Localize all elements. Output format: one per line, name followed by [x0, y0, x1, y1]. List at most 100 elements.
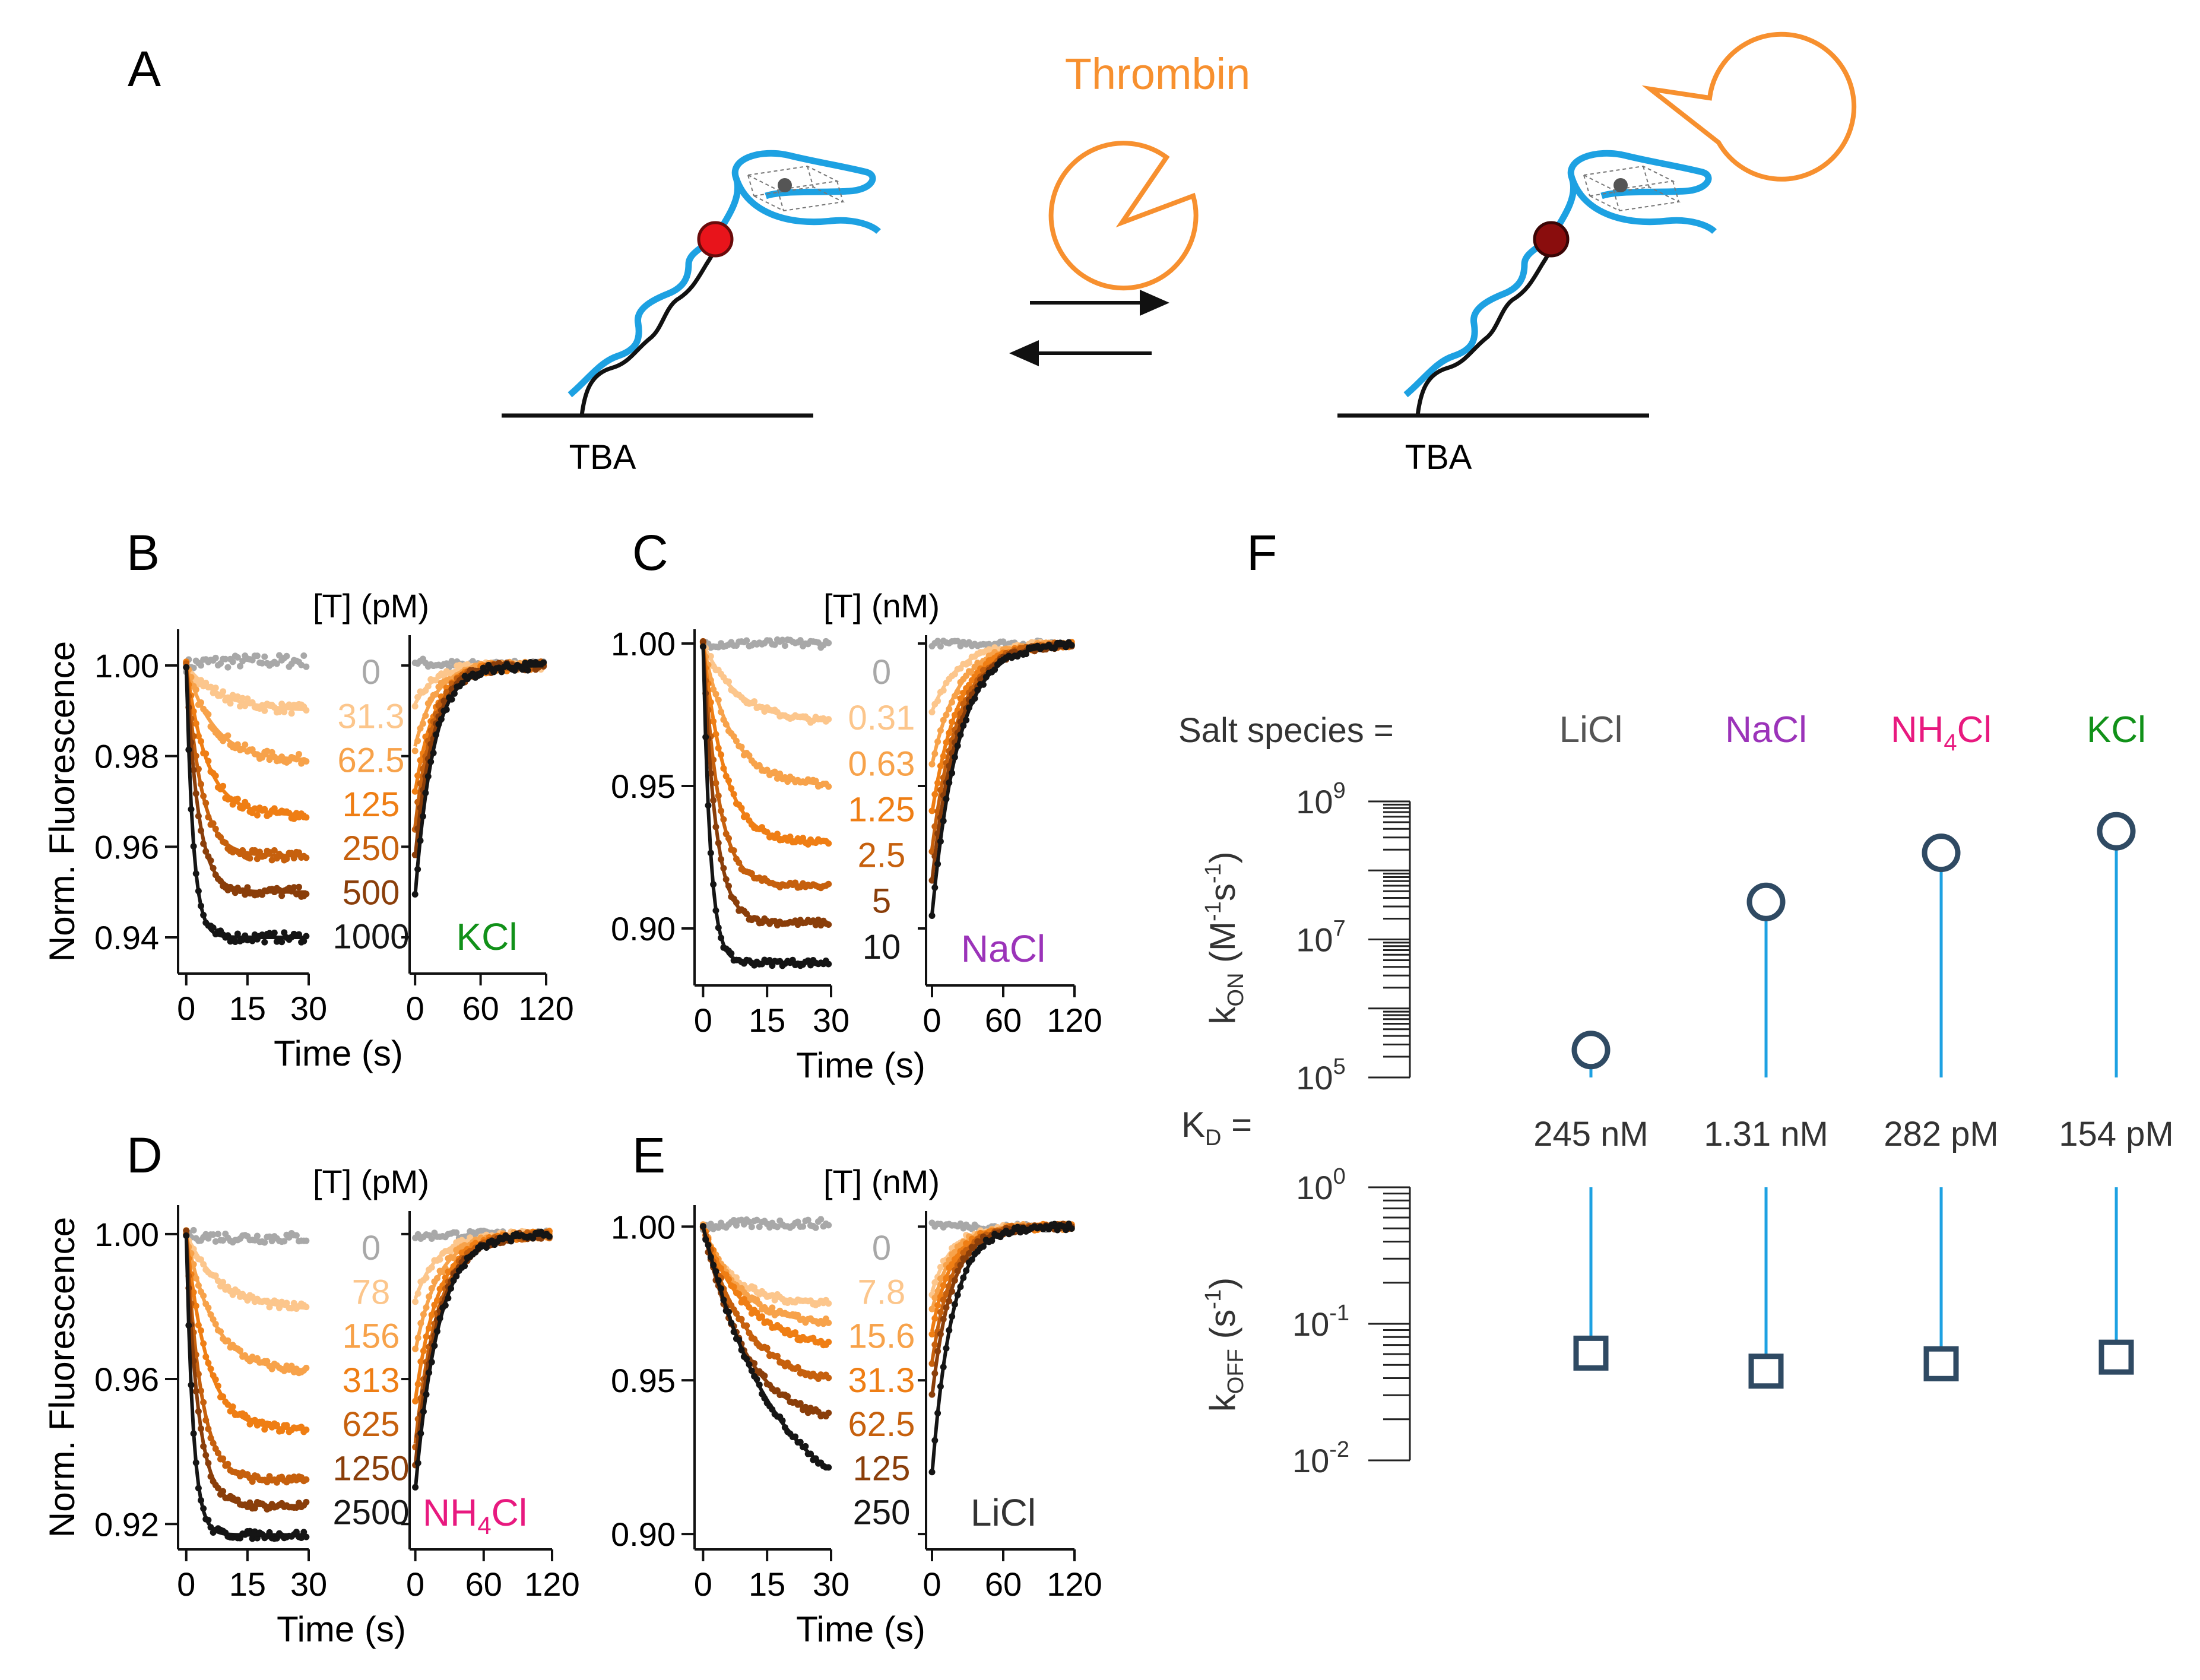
data-point [524, 667, 531, 674]
data-point [261, 1239, 268, 1246]
fit-curve-assoc [184, 665, 306, 858]
dna-strand-blue-right [1403, 235, 1551, 398]
aptamer-construct-free: TBA [502, 150, 881, 477]
data-point [190, 664, 197, 671]
fit-curve-assoc [701, 642, 829, 723]
x-axis-label: Time (s) [274, 1034, 403, 1073]
data-point [234, 654, 241, 661]
legend-concentration-label: 125 [853, 1449, 911, 1488]
kon-marker [1571, 1031, 1611, 1070]
legend-concentration-label: 15.6 [848, 1317, 915, 1356]
fit-curve-dissoc [930, 1225, 1072, 1475]
legend-concentration-label: 62.5 [848, 1405, 915, 1444]
kon-tick-label: 109 [1296, 778, 1345, 820]
data-point [800, 1223, 807, 1230]
panel-letter-d: D [126, 1127, 163, 1183]
salt-species-label: Salt species = [1178, 711, 1394, 750]
panel-letter-f: F [1247, 525, 1277, 581]
fit-curve-assoc [701, 1226, 829, 1324]
data-point [298, 661, 305, 668]
x-axis-label: Time (s) [796, 1045, 925, 1085]
data-point [237, 703, 243, 710]
fit-curve-dissoc [930, 643, 1072, 915]
data-point [261, 707, 268, 714]
fit-curve-assoc [701, 643, 829, 965]
data-point [278, 700, 286, 708]
kon-marker [1922, 833, 1961, 873]
data-point [781, 642, 788, 649]
fit-curve-assoc [701, 643, 829, 887]
kon-tick-label: 105 [1296, 1054, 1345, 1096]
data-point [699, 638, 706, 645]
kd-value: 245 nM [1533, 1115, 1648, 1153]
dissoc-x-tick-label: 120 [1047, 1565, 1102, 1603]
salt-label: LiCl [971, 1491, 1036, 1534]
data-point [232, 939, 239, 946]
panel-f: Salt species = KD = kON (M-1s-1) kOFF (s… [1178, 709, 2174, 1479]
data-point [453, 1229, 460, 1236]
thrombin-free: Thrombin [1048, 49, 1250, 291]
assoc-x-tick-label: 0 [177, 1565, 195, 1603]
data-point [249, 937, 256, 944]
panel-letter-e: E [632, 1127, 665, 1183]
fluorophore-free [697, 221, 734, 258]
y-tick-label: 1.00 [94, 1216, 159, 1253]
data-point [227, 700, 234, 707]
legend-title: [T] (pM) [313, 587, 429, 625]
data-point [261, 939, 268, 946]
fit-curve-assoc [184, 1234, 306, 1482]
data-point [264, 747, 271, 755]
y-tick-label: 0.98 [94, 738, 159, 775]
data-point [707, 1221, 714, 1228]
data-point [281, 929, 288, 936]
x-axis-label: Time (s) [796, 1609, 925, 1649]
data-point [253, 812, 261, 819]
data-point [239, 695, 246, 702]
legend-concentration-label: 156 [343, 1317, 400, 1356]
data-point [214, 1231, 221, 1238]
data-point [290, 815, 297, 822]
g-quadruplex-left [712, 150, 881, 239]
data-point [283, 652, 290, 660]
data-point [771, 641, 778, 648]
data-point [242, 741, 249, 749]
data-point [412, 1298, 419, 1305]
kon-axis-label: kON (M-1s-1) [1201, 851, 1248, 1024]
fit-curve-assoc [184, 665, 306, 939]
data-point [271, 929, 278, 936]
assoc-x-tick-label: 30 [813, 1565, 849, 1603]
fit-curve-assoc [184, 1234, 307, 1372]
fit-curve-assoc [701, 1226, 830, 1470]
data-point [511, 667, 518, 674]
fit-curve-dissoc [413, 664, 544, 897]
assoc-x-tick-label: 30 [290, 1565, 327, 1603]
data-point [748, 1223, 755, 1231]
legend-concentration-label: 31.3 [338, 697, 405, 736]
kd-value: 1.31 nM [1704, 1115, 1828, 1153]
kd-value: 154 pM [2059, 1115, 2173, 1153]
koff-tick-label: 10-1 [1292, 1301, 1349, 1343]
data-point [271, 847, 278, 854]
legend-concentration-label: 0 [872, 653, 891, 692]
data-point [253, 855, 261, 863]
y-tick-label: 0.90 [611, 910, 676, 947]
data-point [261, 653, 268, 660]
legend-concentration-label: 0.31 [848, 699, 915, 737]
fit-curve-assoc [184, 1234, 306, 1508]
koff-tick-label: 100 [1296, 1164, 1345, 1206]
dissoc-x-tick-label: 0 [923, 1565, 941, 1603]
assoc-x-tick-label: 30 [813, 1001, 849, 1039]
legend-concentration-label: 500 [343, 873, 400, 912]
legend-concentration-label: 78 [352, 1273, 391, 1311]
data-point [273, 660, 280, 667]
panel-letter-b: B [126, 525, 160, 581]
data-point [237, 663, 243, 670]
legend-title: [T] (pM) [313, 1163, 429, 1200]
legend-title: [T] (nM) [823, 1163, 940, 1200]
legend-concentration-label: 1.25 [848, 790, 915, 829]
legend-concentration-label: 313 [343, 1361, 400, 1400]
data-point [183, 1227, 190, 1234]
fit-curve-dissoc [413, 1232, 550, 1466]
